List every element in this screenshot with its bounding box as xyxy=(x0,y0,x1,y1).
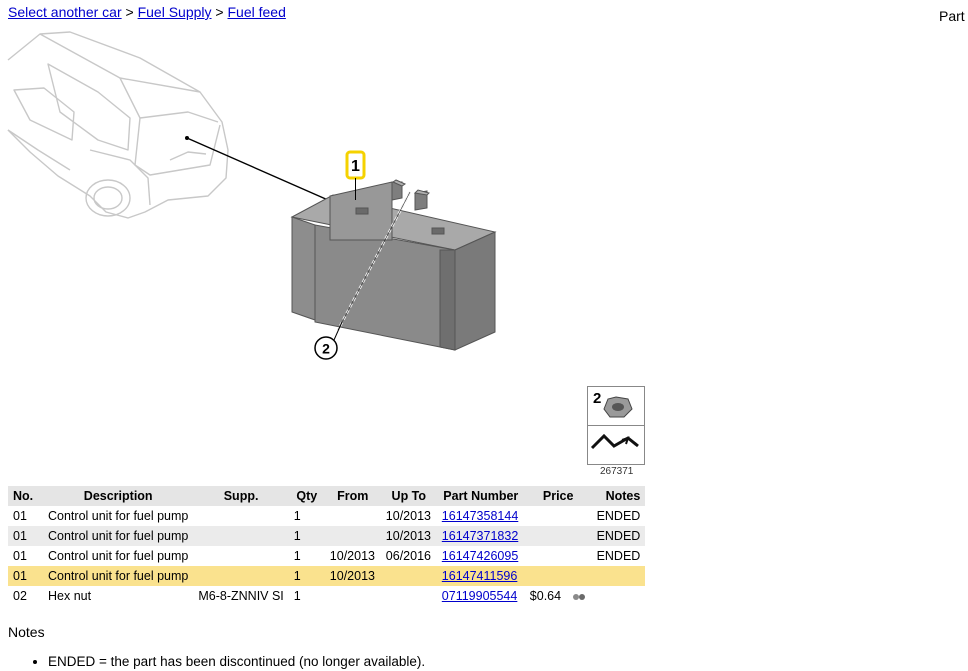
car-outline-illustration xyxy=(7,31,229,219)
cell-description: Control unit for fuel pump xyxy=(43,526,194,546)
col-header-part-number: Part Number xyxy=(436,486,525,506)
cart-icon[interactable] xyxy=(571,592,587,602)
part-number-link[interactable]: 07119905544 xyxy=(441,589,518,603)
zigzag-arrow-icon xyxy=(590,433,639,450)
table-row[interactable]: 01 Control unit for fuel pump 1 10/2013 … xyxy=(8,526,646,546)
notes-item: ENDED = the part has been discontinued (… xyxy=(48,654,425,669)
cell-no: 01 xyxy=(8,506,43,526)
cell-supp xyxy=(193,526,289,546)
legend-cell-symbol xyxy=(587,425,645,465)
cell-qty: 1 xyxy=(288,506,325,526)
parts-diagram: 1 2 xyxy=(7,31,497,360)
cell-no: 01 xyxy=(8,526,43,546)
cell-price xyxy=(524,566,592,586)
col-header-qty: Qty xyxy=(288,486,325,506)
cell-no: 01 xyxy=(8,546,43,566)
part-number-link[interactable]: 16147411596 xyxy=(441,569,518,583)
diagram-id: 267371 xyxy=(600,466,634,477)
breadcrumb-link-fuel-supply[interactable]: Fuel Supply xyxy=(137,4,212,20)
cell-description: Control unit for fuel pump xyxy=(43,506,194,526)
col-header-notes: Notes xyxy=(591,486,646,506)
col-header-supp: Supp. xyxy=(193,486,289,506)
cell-price xyxy=(524,526,592,546)
cell-part-number: 16147426095 xyxy=(436,546,525,566)
part-number-link[interactable]: 16147371832 xyxy=(441,529,519,543)
cell-supp xyxy=(193,506,289,526)
table-row[interactable]: 01 Control unit for fuel pump 1 10/2013 … xyxy=(8,506,646,526)
leader-line xyxy=(186,137,329,201)
cell-no: 01 xyxy=(8,566,43,586)
cell-supp xyxy=(193,566,289,586)
cell-qty: 1 xyxy=(288,546,325,566)
svg-text:2: 2 xyxy=(322,341,330,357)
col-header-description: Description xyxy=(43,486,194,506)
cell-supp xyxy=(193,546,289,566)
col-header-price: Price xyxy=(524,486,592,506)
svg-text:1: 1 xyxy=(351,158,360,175)
breadcrumb-link-select-car[interactable]: Select another car xyxy=(8,4,122,20)
cell-part-number: 07119905544 xyxy=(436,586,525,606)
cell-upto: 10/2013 xyxy=(380,506,437,526)
cell-notes: ENDED xyxy=(591,506,646,526)
cell-price: $0.64 xyxy=(524,586,592,606)
breadcrumb-separator: > xyxy=(215,4,224,20)
cell-from xyxy=(324,526,381,546)
cell-upto: 06/2016 xyxy=(380,546,437,566)
callout-2[interactable]: 2 xyxy=(314,321,343,360)
breadcrumb: Select another car > Fuel Supply > Fuel … xyxy=(8,4,286,20)
col-header-upto: Up To xyxy=(380,486,437,506)
parts-table: No. Description Supp. Qty From Up To Par… xyxy=(8,486,646,606)
cell-description: Hex nut xyxy=(43,586,194,606)
legend-cell-hex-nut xyxy=(587,386,645,426)
cell-from: 10/2013 xyxy=(324,566,381,586)
breadcrumb-link-fuel-feed[interactable]: Fuel feed xyxy=(227,4,286,20)
table-header-row: No. Description Supp. Qty From Up To Par… xyxy=(8,486,646,506)
cell-part-number: 16147358144 xyxy=(436,506,525,526)
cell-part-number: 16147411596 xyxy=(436,566,525,586)
cell-notes: ENDED xyxy=(591,526,646,546)
cell-notes: ENDED xyxy=(591,546,646,566)
cell-upto xyxy=(380,566,437,586)
col-header-no: No. xyxy=(8,486,43,506)
part-label: Part xyxy=(939,8,965,24)
part-number-link[interactable]: 16147358144 xyxy=(441,509,519,523)
control-unit-illustration xyxy=(290,179,497,351)
cell-qty: 1 xyxy=(288,526,325,546)
notes-title: Notes xyxy=(8,624,45,640)
cell-description: Control unit for fuel pump xyxy=(43,546,194,566)
cell-notes xyxy=(591,566,646,586)
table-row[interactable]: 02 Hex nut M6-8-ZNNIV SI 1 07119905544 $… xyxy=(8,586,646,606)
notes-list: ENDED = the part has been discontinued (… xyxy=(30,654,425,669)
price-value: $0.64 xyxy=(529,589,562,603)
legend-number: 2 xyxy=(593,390,602,407)
callout-1[interactable]: 1 xyxy=(345,150,366,200)
cell-from: 10/2013 xyxy=(324,546,381,566)
cell-qty: 1 xyxy=(288,566,325,586)
cell-price xyxy=(524,546,592,566)
cell-qty: 1 xyxy=(288,586,325,606)
cell-upto: 10/2013 xyxy=(380,526,437,546)
cell-from xyxy=(324,586,381,606)
part-number-link[interactable]: 16147426095 xyxy=(441,549,519,563)
cell-from xyxy=(324,506,381,526)
cell-price xyxy=(524,506,592,526)
cell-part-number: 16147371832 xyxy=(436,526,525,546)
cell-no: 02 xyxy=(8,586,43,606)
col-header-from: From xyxy=(324,486,381,506)
cell-description: Control unit for fuel pump xyxy=(43,566,194,586)
cell-upto xyxy=(380,586,437,606)
breadcrumb-separator: > xyxy=(125,4,134,20)
cell-supp: M6-8-ZNNIV SI xyxy=(193,586,289,606)
cell-notes xyxy=(591,586,646,606)
table-row[interactable]: 01 Control unit for fuel pump 1 10/2013 … xyxy=(8,546,646,566)
legend-box xyxy=(587,386,645,465)
table-row-highlighted[interactable]: 01 Control unit for fuel pump 1 10/2013 … xyxy=(8,566,646,586)
